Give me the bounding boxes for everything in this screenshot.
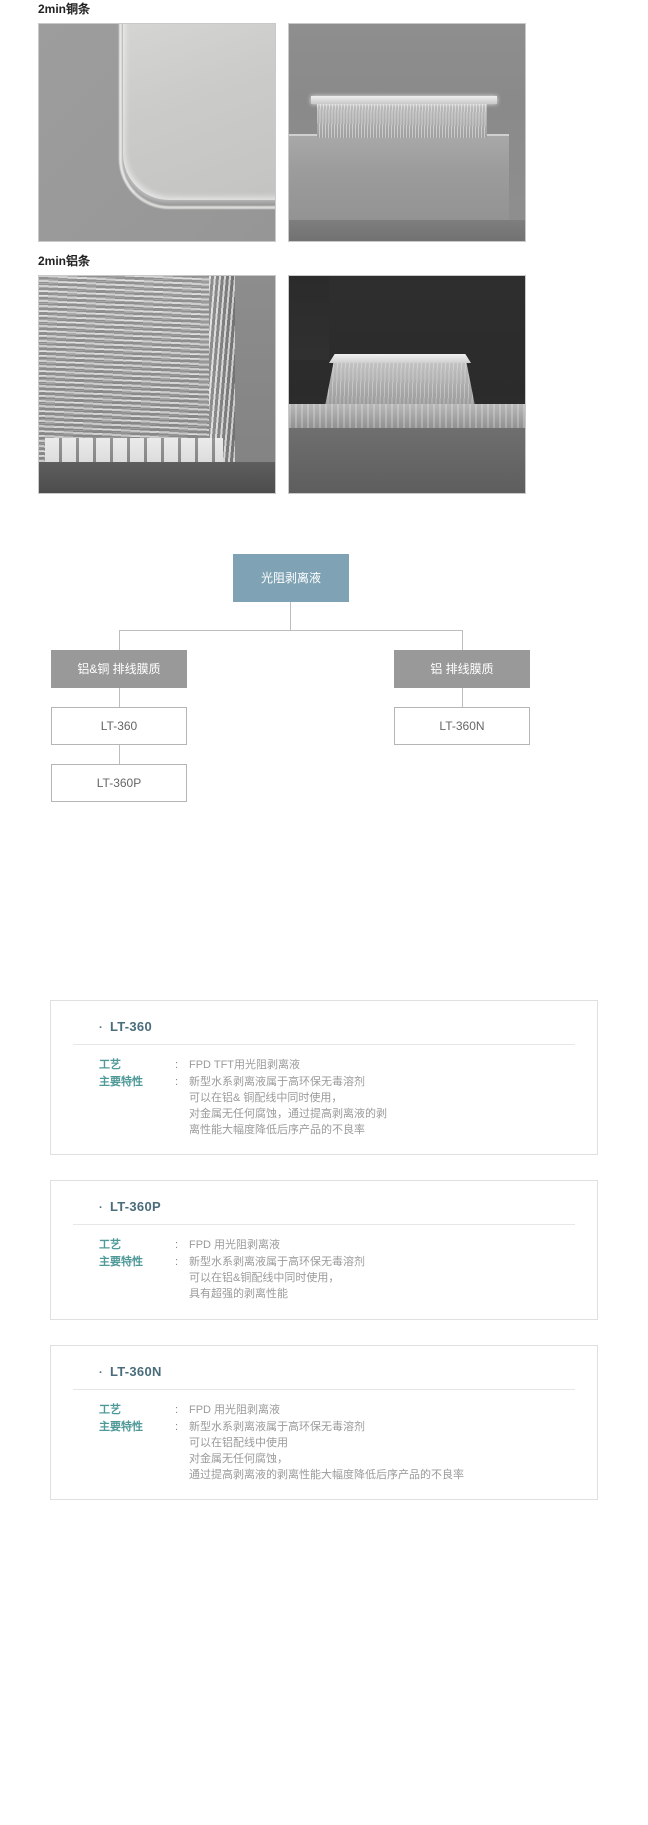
flow-node-product-lt360p-label: LT-360P bbox=[96, 775, 142, 790]
card-row-value: 新型水系剥离液属于高环保无毒溶剂 可以在铝配线中使用 对金属无任何腐蚀， 通过提… bbox=[189, 1419, 464, 1483]
card-row-value-line: 新型水系剥离液属于高环保无毒溶剂 bbox=[189, 1421, 365, 1433]
product-flow-chart: 光阻剥离液 铝&铜 排线膜质 铝 排线膜质 LT-360 LT-360N LT-… bbox=[0, 548, 648, 828]
card-row-process: 工艺 : FPD 用光阻剥离液 bbox=[99, 1237, 597, 1253]
flow-node-product-lt360-label: LT-360 bbox=[100, 718, 138, 733]
sem-image-row-copper bbox=[38, 23, 648, 242]
card-row-key: 主要特性 bbox=[99, 1421, 143, 1433]
card-row-value-line: FPD 用光阻剥离液 bbox=[189, 1239, 281, 1251]
copper-strip-corner-sem bbox=[38, 23, 276, 242]
copper-strip-cross-section-sem bbox=[288, 23, 526, 242]
card-row-value: FPD 用光阻剥离液 bbox=[189, 1402, 280, 1418]
section-aluminum: 2min铝条 bbox=[0, 252, 648, 494]
flow-connector-lt360-to-lt360p bbox=[119, 745, 120, 764]
flow-node-category-al-cu-label: 铝&铜 排线膜质 bbox=[77, 661, 161, 676]
product-detail-card-lt360n: · LT-360N 工艺 : FPD 用光阻剥离液 主要特性 : 新型水系剥离液属… bbox=[50, 1345, 598, 1500]
card-row-value-line: 可以在铝配线中使用 bbox=[189, 1437, 288, 1449]
sem-image-row-aluminum bbox=[38, 275, 648, 494]
card-row-key: 主要特性 bbox=[99, 1076, 143, 1088]
flow-connector-right-to-lt360n bbox=[462, 688, 463, 707]
flow-connector-left-to-lt360 bbox=[119, 688, 120, 707]
card-title-lt360n-text: LT-360N bbox=[109, 1364, 162, 1379]
product-detail-card-lt360p: · LT-360P 工艺 : FPD 用光阻剥离液 主要特性 : 新型水系剥离液属… bbox=[50, 1180, 598, 1320]
flow-node-product-lt360n[interactable]: LT-360N bbox=[394, 707, 530, 745]
flow-connector-left-down bbox=[119, 630, 120, 650]
card-row-key: 工艺 bbox=[99, 1059, 121, 1071]
bullet-icon: · bbox=[99, 1367, 103, 1379]
card-row-key: 主要特性 bbox=[99, 1256, 143, 1268]
card-title-lt360p-text: LT-360P bbox=[109, 1199, 161, 1214]
aluminum-strip-line-profile-sem bbox=[288, 275, 526, 494]
card-title-lt360n: · LT-360N bbox=[73, 1346, 575, 1390]
card-body-lt360n: 工艺 : FPD 用光阻剥离液 主要特性 : 新型水系剥离液属于高环保无毒溶剂 … bbox=[51, 1390, 597, 1504]
bullet-icon: · bbox=[99, 1202, 103, 1214]
card-row-value-line: 对金属无任何腐蚀， bbox=[189, 1453, 288, 1465]
card-row-value-line: 可以在铝& 铜配线中同时使用， bbox=[189, 1092, 343, 1104]
card-body-lt360p: 工艺 : FPD 用光阻剥离液 主要特性 : 新型水系剥离液属于高环保无毒溶剂 … bbox=[51, 1225, 597, 1323]
flow-node-category-al-label: 铝 排线膜质 bbox=[430, 661, 494, 676]
flow-node-category-al[interactable]: 铝 排线膜质 bbox=[394, 650, 530, 688]
flow-node-product-lt360n-label: LT-360N bbox=[439, 718, 485, 733]
card-row-value: 新型水系剥离液属于高环保无毒溶剂 可以在铝&铜配线中同时使用， 具有超强的剥离性… bbox=[189, 1254, 365, 1302]
card-row-separator: : bbox=[175, 1421, 179, 1433]
card-title-lt360: · LT-360 bbox=[73, 1001, 575, 1045]
card-row-key: 工艺 bbox=[99, 1239, 121, 1251]
flow-connector-right-down bbox=[462, 630, 463, 650]
flow-node-product-lt360[interactable]: LT-360 bbox=[51, 707, 187, 745]
card-row-value-line: 新型水系剥离液属于高环保无毒溶剂 bbox=[189, 1076, 365, 1088]
card-body-lt360: 工艺 : FPD TFT用光阻剥离液 主要特性 : 新型水系剥离液属于高环保无毒… bbox=[51, 1045, 597, 1159]
section-copper: 2min铜条 bbox=[0, 0, 648, 242]
card-row-separator: : bbox=[175, 1059, 179, 1071]
card-title-lt360p: · LT-360P bbox=[73, 1181, 575, 1225]
section-label-aluminum: 2min铝条 bbox=[38, 254, 91, 268]
card-row-separator: : bbox=[175, 1239, 179, 1251]
card-row-process: 工艺 : FPD 用光阻剥离液 bbox=[99, 1402, 597, 1418]
card-row-value-line: FPD TFT用光阻剥离液 bbox=[189, 1059, 301, 1071]
flow-connector-horizontal bbox=[119, 630, 463, 631]
card-row-features: 主要特性 : 新型水系剥离液属于高环保无毒溶剂 可以在铝&铜配线中同时使用， 具… bbox=[99, 1254, 597, 1302]
flow-node-product-lt360p[interactable]: LT-360P bbox=[51, 764, 187, 802]
card-row-separator: : bbox=[175, 1076, 179, 1088]
card-row-key: 工艺 bbox=[99, 1404, 121, 1416]
card-row-value-line: 通过提高剥离液的剥离性能大幅度降低后序产品的不良率 bbox=[189, 1469, 464, 1481]
card-row-value: FPD TFT用光阻剥离液 bbox=[189, 1057, 300, 1073]
section-label-copper: 2min铜条 bbox=[38, 2, 91, 16]
card-row-value-line: 具有超强的剥离性能 bbox=[189, 1288, 288, 1300]
card-row-separator: : bbox=[175, 1404, 179, 1416]
flow-node-category-al-cu[interactable]: 铝&铜 排线膜质 bbox=[51, 650, 187, 688]
card-row-value-line: 离性能大幅度降低后序产品的不良率 bbox=[189, 1124, 365, 1136]
flow-node-root-label: 光阻剥离液 bbox=[260, 570, 321, 585]
card-row-value-line: 对金属无任何腐蚀，通过提高剥离液的剥 bbox=[189, 1108, 387, 1120]
card-title-lt360-text: LT-360 bbox=[109, 1019, 152, 1034]
card-row-value: 新型水系剥离液属于高环保无毒溶剂 可以在铝& 铜配线中同时使用， 对金属无任何腐… bbox=[189, 1074, 387, 1138]
card-row-features: 主要特性 : 新型水系剥离液属于高环保无毒溶剂 可以在铝配线中使用 对金属无任何… bbox=[99, 1419, 597, 1483]
aluminum-strip-cross-section-sem bbox=[38, 275, 276, 494]
card-row-value-line: FPD 用光阻剥离液 bbox=[189, 1404, 281, 1416]
card-row-value-line: 可以在铝&铜配线中同时使用， bbox=[189, 1272, 340, 1284]
card-row-value: FPD 用光阻剥离液 bbox=[189, 1237, 280, 1253]
product-detail-card-lt360: · LT-360 工艺 : FPD TFT用光阻剥离液 主要特性 : 新型水系剥离… bbox=[50, 1000, 598, 1155]
flow-node-root[interactable]: 光阻剥离液 bbox=[233, 554, 349, 602]
card-row-features: 主要特性 : 新型水系剥离液属于高环保无毒溶剂 可以在铝& 铜配线中同时使用， … bbox=[99, 1074, 597, 1138]
card-row-process: 工艺 : FPD TFT用光阻剥离液 bbox=[99, 1057, 597, 1073]
flow-connector-root-vertical bbox=[290, 602, 291, 630]
card-row-separator: : bbox=[175, 1256, 179, 1268]
card-row-value-line: 新型水系剥离液属于高环保无毒溶剂 bbox=[189, 1256, 365, 1268]
bullet-icon: · bbox=[99, 1022, 103, 1034]
